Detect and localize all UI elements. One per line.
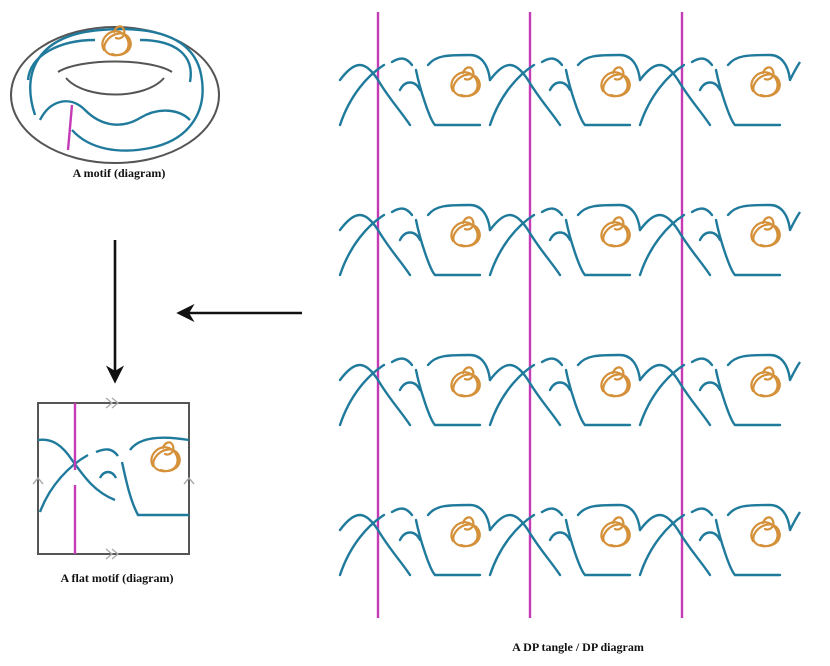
- tangle-row-4: [340, 505, 800, 575]
- flat-motif: [32, 397, 195, 560]
- torus-strand: [26, 27, 204, 152]
- flat-motif-caption: A flat motif (diagram): [60, 571, 174, 585]
- chevron-double-top: [105, 397, 120, 409]
- tangle-caption: A DP tangle / DP diagram: [512, 640, 644, 654]
- chevron-single-right: [183, 476, 195, 485]
- gluing-marks: [32, 397, 195, 560]
- tangle-row-1: [340, 55, 800, 125]
- torus-motif: [10, 25, 220, 164]
- tangle-rods: [376, 12, 684, 618]
- torus-hole-bottom: [65, 77, 165, 96]
- torus-outline: [10, 26, 220, 164]
- flat-motif-strand: [37, 436, 190, 517]
- torus-hole-top: [57, 60, 173, 73]
- tangle-row-2: [340, 205, 800, 275]
- chevron-single-left: [32, 476, 44, 485]
- flat-motif-knot: [150, 441, 181, 473]
- motif-caption: A motif (diagram): [72, 166, 166, 180]
- chevron-double-bottom: [105, 548, 120, 560]
- tangle-row-3: [340, 355, 800, 425]
- dp-tangle: [340, 12, 800, 618]
- torus-rod: [66, 104, 74, 151]
